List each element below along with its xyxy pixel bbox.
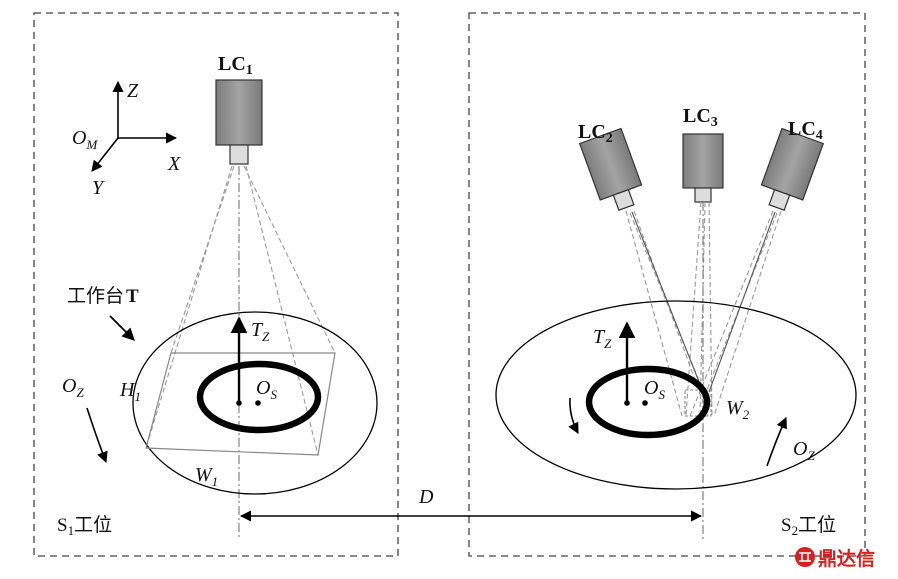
station-2: LC2 LC3 LC4 bbox=[468, 12, 866, 557]
watermark: 鼎达信 bbox=[795, 547, 875, 570]
distance-label: D bbox=[418, 486, 434, 508]
workbench-t2 bbox=[495, 300, 857, 490]
lc2-main-ray bbox=[631, 211, 704, 393]
w1-label: W1 bbox=[195, 464, 218, 489]
lc2-label: LC2 bbox=[578, 121, 613, 146]
lc1-label: LC1 bbox=[218, 53, 253, 78]
coordinate-frame: Z X Y OM bbox=[72, 80, 181, 199]
lc3-label: LC3 bbox=[683, 105, 718, 130]
camera-lc1: LC1 bbox=[215, 53, 263, 165]
y-axis-label: Y bbox=[92, 177, 105, 199]
workpiece-rotation-arrow bbox=[568, 397, 579, 434]
w2-label: W2 bbox=[726, 397, 750, 422]
camera-lc3: LC3 bbox=[682, 105, 724, 203]
os-label-2: OS bbox=[644, 377, 665, 402]
rotation-arrow-1 bbox=[86, 407, 108, 464]
lc4-main-ray bbox=[708, 211, 776, 393]
watermark-text: 鼎达信 bbox=[818, 547, 875, 570]
h1-label: H1 bbox=[119, 379, 141, 404]
workbench-t1 bbox=[132, 311, 378, 495]
station-1-boundary bbox=[33, 12, 399, 557]
lc1-view-rays bbox=[145, 165, 336, 456]
station-2-boundary bbox=[468, 12, 866, 557]
watermark-logo-icon bbox=[795, 547, 815, 567]
oz-label-1: OZ bbox=[62, 375, 84, 400]
station-2-name: S2工位 bbox=[781, 514, 836, 538]
tz-label-1: TZ bbox=[251, 319, 270, 344]
camera-lc4 bbox=[760, 127, 825, 211]
camera-lc2 bbox=[578, 127, 643, 211]
os-label-1: OS bbox=[256, 377, 277, 402]
oz-label-2: OZ bbox=[793, 438, 815, 463]
workpiece-ring-1 bbox=[196, 360, 322, 434]
lc4-label: LC4 bbox=[788, 118, 823, 143]
workbench-pointer bbox=[109, 315, 135, 341]
z-axis-label: Z bbox=[127, 80, 139, 102]
x-axis-label: X bbox=[167, 153, 181, 175]
field-of-view-rect bbox=[145, 352, 336, 456]
tz-label-2: TZ bbox=[593, 326, 612, 351]
origin-label: OM bbox=[72, 127, 98, 152]
workpiece-ring-2 bbox=[585, 365, 711, 439]
rotation-arrow-2 bbox=[766, 416, 787, 467]
station-1-name: S1工位 bbox=[57, 514, 112, 538]
